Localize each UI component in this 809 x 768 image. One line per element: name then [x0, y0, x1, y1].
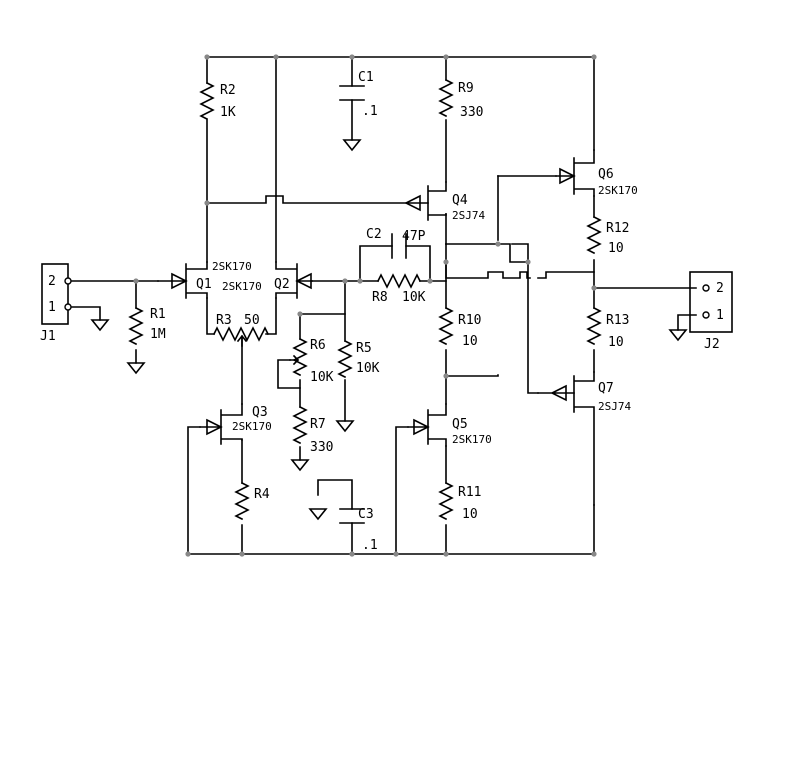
R9-ref-label: R9	[458, 81, 474, 96]
R13-value-label: 10	[608, 335, 624, 350]
Q4-ref-label: Q4	[452, 193, 468, 208]
Q2-part-label: 2SK170	[222, 280, 262, 293]
R12-value-label: 10	[608, 241, 624, 256]
J1-pin1-label: 1	[48, 300, 56, 315]
C2-capacitor-symbol	[391, 233, 407, 259]
Q5-transistor-symbol	[407, 403, 447, 447]
Q2-ref-label: Q2	[274, 277, 290, 292]
J2-pin2-label: 2	[716, 281, 724, 296]
R3-value-label: 50	[244, 313, 260, 328]
Q4-part-label: 2SJ74	[452, 209, 485, 222]
R7-ref-label: R7	[310, 417, 326, 432]
C1-ref-label: C1	[358, 70, 374, 85]
R6-value-label: 10K	[310, 370, 334, 385]
Q4-transistor-symbol	[404, 181, 447, 221]
R11-resistor-symbol	[438, 481, 454, 521]
R6-wiper-arrow	[289, 354, 300, 366]
R13-ref-label: R13	[606, 313, 629, 328]
R4-ref-label: R4	[254, 487, 270, 502]
Q1-part-label: 2SK170	[212, 260, 252, 273]
R9-value-label: 330	[460, 105, 483, 120]
R3-wiper-arrow	[236, 334, 248, 347]
R6-ref-label: R6	[310, 338, 326, 353]
R12-ref-label: R12	[606, 221, 629, 236]
C3-ref-label: C3	[358, 507, 374, 522]
R12-resistor-symbol	[586, 215, 602, 255]
R1-value-label: 1M	[150, 327, 166, 342]
Q7-ref-label: Q7	[598, 381, 614, 396]
J1-pin2-label: 2	[48, 274, 56, 289]
R7-resistor-symbol	[292, 405, 308, 445]
R11-ref-label: R11	[458, 485, 481, 500]
C3-value-label: .1	[362, 538, 378, 553]
J1-connector	[41, 263, 72, 325]
junction-dots	[133, 54, 597, 557]
R8-ref-label: R8	[372, 290, 388, 305]
C3-capacitor-symbol	[339, 508, 365, 524]
R2-ref-label: R2	[220, 83, 236, 98]
Q7-part-label: 2SJ74	[598, 400, 631, 413]
J2-connector	[689, 271, 733, 333]
R6-resistor-symbol	[292, 337, 308, 377]
R4-resistor-symbol	[234, 481, 250, 521]
C2-ref-label: C2	[366, 227, 382, 242]
wires	[67, 56, 697, 555]
Q6-part-label: 2SK170	[598, 184, 638, 197]
R13-resistor-symbol	[586, 306, 602, 346]
R5-resistor-symbol	[337, 339, 353, 379]
Q5-part-label: 2SK170	[452, 433, 492, 446]
labels: 2 1 J1 2 1 J2 R1 1M R2 1K R3 50 R4 R5 10…	[40, 70, 724, 553]
R10-resistor-symbol	[438, 306, 454, 346]
R11-value-label: 10	[462, 507, 478, 522]
R2-value-label: 1K	[220, 105, 236, 120]
J2-ref-label: J2	[704, 337, 720, 352]
J2-pin1-label: 1	[716, 308, 724, 323]
R8-resistor-symbol	[376, 273, 422, 289]
Q3-ref-label: Q3	[252, 405, 268, 420]
R10-ref-label: R10	[458, 313, 481, 328]
R5-ref-label: R5	[356, 341, 372, 356]
Q6-ref-label: Q6	[598, 167, 614, 182]
J1-ref-label: J1	[40, 329, 56, 344]
C2-value-label: 47P	[402, 229, 426, 244]
C1-capacitor-symbol	[339, 85, 365, 101]
Q1-ref-label: Q1	[196, 277, 212, 292]
C1-value-label: .1	[362, 104, 378, 119]
R7-value-label: 330	[310, 440, 333, 455]
Q1-transistor-symbol	[157, 261, 208, 299]
Q3-transistor-symbol	[199, 403, 243, 445]
R2-resistor-symbol	[199, 81, 215, 121]
Q3-part-label: 2SK170	[232, 420, 272, 433]
R10-value-label: 10	[462, 334, 478, 349]
R1-resistor-symbol	[128, 306, 144, 346]
R8-value-label: 10K	[402, 290, 426, 305]
Q7-transistor-symbol	[537, 371, 595, 506]
R9-resistor-symbol	[438, 78, 454, 118]
ground-symbols	[90, 139, 688, 521]
R3-resistor-symbol	[212, 326, 270, 342]
R1-ref-label: R1	[150, 307, 166, 322]
Q6-transistor-symbol	[555, 149, 595, 197]
Q5-ref-label: Q5	[452, 417, 468, 432]
R5-value-label: 10K	[356, 361, 380, 376]
Q2-transistor-symbol	[275, 261, 313, 299]
R3-ref-label: R3	[216, 313, 232, 328]
